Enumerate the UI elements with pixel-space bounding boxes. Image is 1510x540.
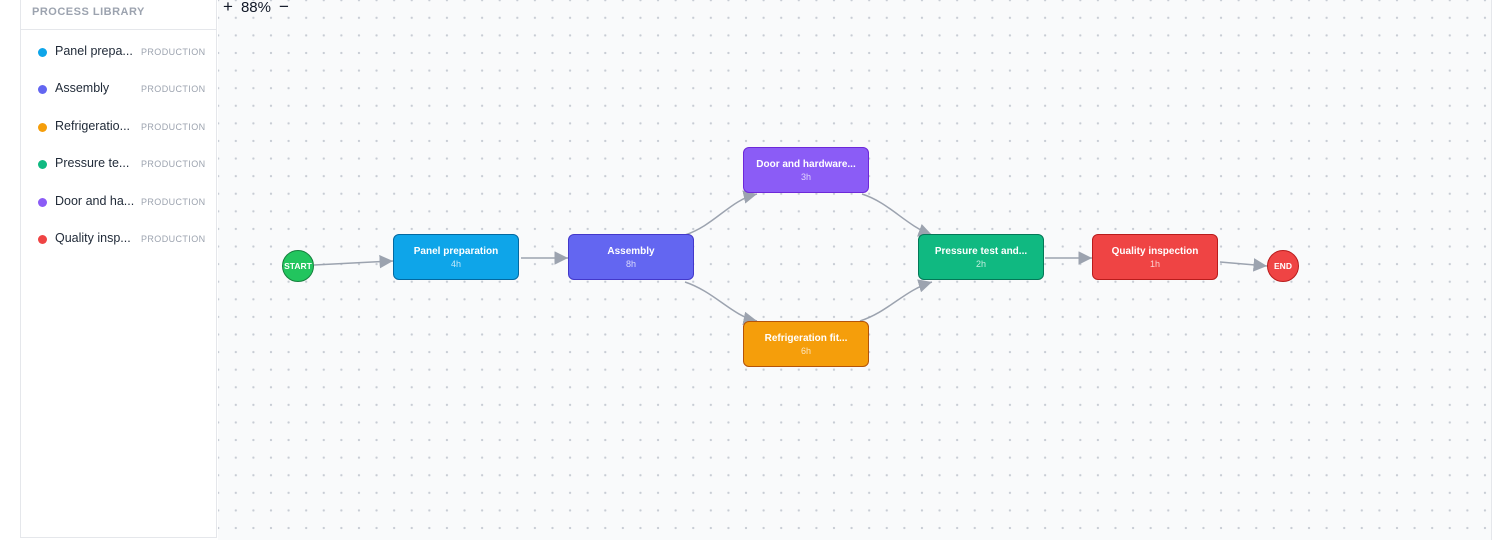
library-item-tag: PRODUCTION	[141, 122, 206, 132]
status-dot-icon	[38, 198, 47, 207]
end-node[interactable]: END	[1267, 250, 1299, 282]
library-item-tag: PRODUCTION	[141, 159, 206, 169]
edge-quality-end[interactable]	[1219, 258, 1268, 272]
library-item-tag: PRODUCTION	[141, 197, 206, 207]
zoom-out-button[interactable]: −	[278, 0, 289, 16]
node-duration: 1h	[1149, 259, 1160, 269]
node-title: Pressure test and...	[934, 246, 1028, 257]
library-item-tag: PRODUCTION	[141, 84, 206, 94]
node-title: Refrigeration fit...	[764, 333, 848, 344]
node-title: Quality inspection	[1111, 246, 1199, 257]
library-item-tag: PRODUCTION	[141, 234, 206, 244]
start-node[interactable]: START	[282, 250, 314, 282]
node-title: Assembly	[607, 246, 655, 257]
zoom-controls: + 88% −	[221, 0, 291, 16]
edge-assembly-door[interactable]	[684, 190, 758, 236]
node-panel-preparation[interactable]: Panel preparation 4h	[393, 234, 519, 280]
node-door-hardware[interactable]: Door and hardware... 3h	[743, 147, 869, 193]
node-assembly[interactable]: Assembly 8h	[568, 234, 694, 280]
node-title: Door and hardware...	[756, 159, 856, 170]
status-dot-icon	[38, 85, 47, 94]
library-item-panel-preparation[interactable]: Panel prepa... PRODUCTION	[21, 40, 216, 64]
node-duration: 4h	[450, 259, 461, 269]
edge-start-panel[interactable]	[313, 254, 394, 269]
zoom-level: 88%	[240, 0, 271, 16]
node-duration: 8h	[625, 259, 636, 269]
edge-assembly-refrigeration[interactable]	[684, 281, 758, 325]
library-item-pressure-test[interactable]: Pressure te... PRODUCTION	[21, 152, 216, 176]
library-item-quality-inspection[interactable]: Quality insp... PRODUCTION	[21, 227, 216, 251]
edge-door-pressure[interactable]	[861, 193, 933, 237]
process-library-title: PROCESS LIBRARY	[21, 0, 216, 30]
library-item-assembly[interactable]: Assembly PRODUCTION	[21, 77, 216, 101]
status-dot-icon	[38, 160, 47, 169]
edge-refrigeration-pressure[interactable]	[859, 279, 933, 322]
library-item-refrigeration[interactable]: Refrigeratio... PRODUCTION	[21, 115, 216, 139]
node-duration: 2h	[975, 259, 986, 269]
status-dot-icon	[38, 48, 47, 57]
node-duration: 6h	[800, 346, 811, 356]
status-dot-icon	[38, 123, 47, 132]
node-title: Panel preparation	[413, 246, 499, 257]
node-refrigeration-fitting[interactable]: Refrigeration fit... 6h	[743, 321, 869, 367]
node-duration: 3h	[800, 172, 811, 182]
library-item-door-hardware[interactable]: Door and ha... PRODUCTION	[21, 190, 216, 214]
node-pressure-test[interactable]: Pressure test and... 2h	[918, 234, 1044, 280]
library-item-tag: PRODUCTION	[141, 47, 206, 57]
process-library-panel: PROCESS LIBRARY Panel prepa... PRODUCTIO…	[20, 0, 217, 538]
status-dot-icon	[38, 235, 47, 244]
node-quality-inspection[interactable]: Quality inspection 1h	[1092, 234, 1218, 280]
zoom-in-button[interactable]: +	[223, 0, 233, 16]
